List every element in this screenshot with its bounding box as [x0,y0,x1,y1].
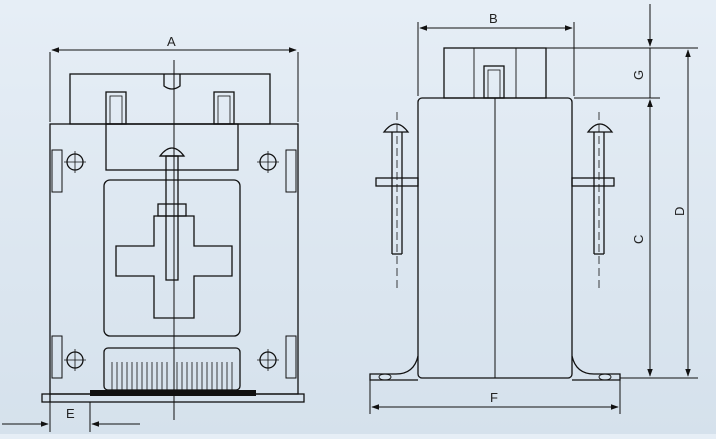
dimension-A: A [49,34,299,122]
primary-aperture [115,215,233,319]
front-view [41,73,305,403]
side-foot-right [571,355,621,381]
front-terminal-notch [163,74,181,90]
label-G: G [631,70,646,80]
front-terminal-slot-left [105,91,127,125]
dimension-C: C [631,99,653,377]
front-terminal-slot-right [213,91,235,125]
label-A: A [167,34,176,49]
front-bolt-clamp [157,203,187,217]
dimension-B: B [417,11,575,96]
dimension-G: G [631,4,653,140]
label-C: C [631,235,646,244]
dimension-E: E [2,402,140,432]
mounting-hole-bottom-right [257,349,279,371]
ribbed-base [103,347,241,391]
side-foot-left [369,355,419,381]
side-view [369,47,621,381]
front-bolt-shaft [165,155,179,281]
side-bolt-left [375,123,419,255]
label-D: D [672,207,687,216]
side-terminal-block [443,47,547,99]
front-terminal-block [69,73,271,125]
mounting-hole-bottom-left [64,349,86,371]
label-E: E [66,406,75,421]
side-bolt-right [571,123,615,255]
label-F: F [490,390,498,405]
dimension-D: D [672,49,691,377]
label-B: B [489,11,498,26]
mounting-hole-top-left [64,151,86,173]
dimension-F: F [369,380,621,414]
window-frame [103,179,241,337]
mounting-hole-top-right [257,151,279,173]
